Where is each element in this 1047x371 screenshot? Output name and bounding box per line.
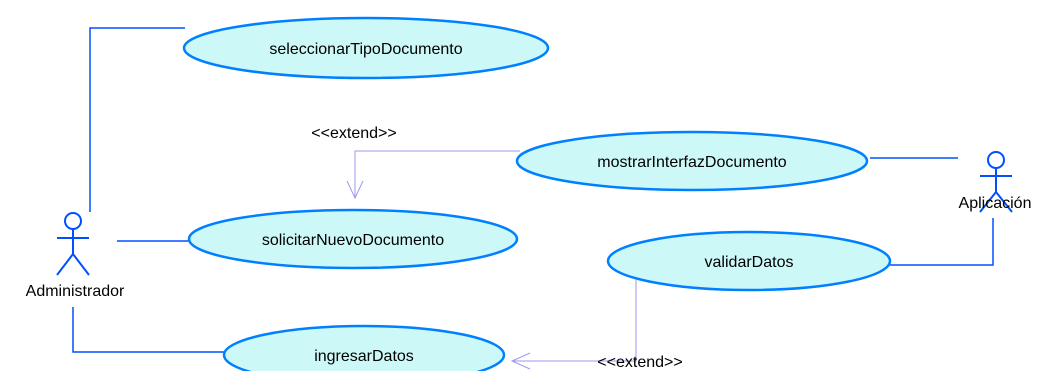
actor-stick-figure <box>56 212 90 276</box>
assoc-admin-seleccionar <box>89 27 185 212</box>
actor-administrador[interactable]: Administrador <box>26 212 125 300</box>
use-case-solicitar-nuevo-documento[interactable]: solicitarNuevoDocumento <box>187 208 519 270</box>
associations <box>72 27 994 353</box>
use-case-mostrar-interfaz-documento[interactable]: mostrarInterfazDocumento <box>515 130 869 192</box>
use-case-label: seleccionarTipoDocumento <box>269 41 462 58</box>
extend-line-bottom <box>512 280 637 362</box>
use-case-ellipse <box>606 230 892 292</box>
use-case-ingresar-datos[interactable]: ingresarDatos <box>222 324 506 371</box>
extend-label-bottom: <<extend>> <box>597 354 682 371</box>
use-case-ellipse <box>222 324 506 371</box>
use-case-label: validarDatos <box>705 254 794 271</box>
actor-stick-figure <box>979 151 1013 213</box>
extend-arrowhead-bottom <box>510 352 531 370</box>
extend-arrowhead-top <box>346 180 364 200</box>
assoc-admin-ingresar <box>72 307 228 353</box>
actor-label: Aplicación <box>959 195 1032 212</box>
actor-aplicacion[interactable]: Aplicación <box>959 151 1032 213</box>
use-case-validar-datos[interactable]: validarDatos <box>606 230 892 292</box>
use-case-ellipse <box>187 208 519 270</box>
extend-label-top: <<extend>> <box>311 125 396 142</box>
use-case-ellipse <box>182 16 550 80</box>
extend-relationships <box>346 150 637 370</box>
use-case-ellipse <box>515 130 869 192</box>
use-case-label: mostrarInterfazDocumento <box>597 154 787 171</box>
extend-line-top <box>354 150 520 198</box>
assoc-validar-aplicacion <box>890 218 994 266</box>
actor-label: Administrador <box>26 283 125 300</box>
use-case-label: solicitarNuevoDocumento <box>262 232 444 249</box>
use-case-label: ingresarDatos <box>314 348 414 365</box>
use-case-seleccionar-tipo-documento[interactable]: seleccionarTipoDocumento <box>182 16 550 80</box>
